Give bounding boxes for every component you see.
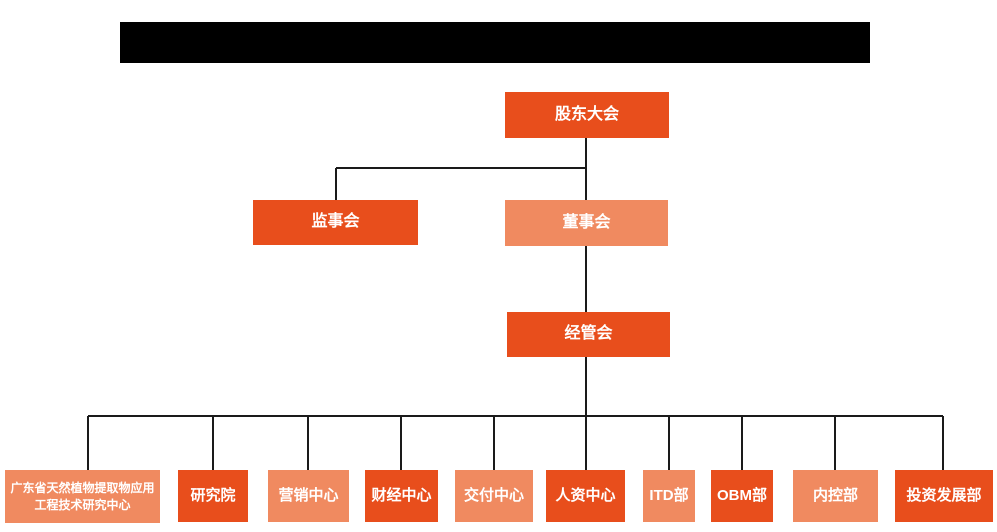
org-node-finance-center: 财经中心 bbox=[365, 470, 438, 522]
redacted-title-bar bbox=[120, 22, 870, 63]
org-node-shareholders-meeting: 股东大会 bbox=[505, 92, 669, 138]
org-node-investment-development-department: 投资发展部 bbox=[895, 470, 993, 522]
org-node-research-center: 广东省天然植物提取物应用工程技术研究中心 bbox=[5, 470, 160, 523]
org-node-management-committee: 经管会 bbox=[507, 312, 670, 357]
org-node-obm-department: OBM部 bbox=[711, 470, 773, 522]
org-node-board-of-directors: 董事会 bbox=[505, 200, 668, 246]
org-node-itd-department: ITD部 bbox=[643, 470, 695, 522]
org-node-hr-center: 人资中心 bbox=[546, 470, 625, 522]
org-node-research-institute: 研究院 bbox=[178, 470, 248, 522]
connector-path bbox=[87, 138, 944, 470]
org-node-internal-control-department: 内控部 bbox=[793, 470, 878, 522]
org-node-delivery-center: 交付中心 bbox=[455, 470, 533, 522]
org-node-supervisory-board: 监事会 bbox=[253, 200, 418, 245]
org-node-marketing-center: 营销中心 bbox=[268, 470, 349, 522]
